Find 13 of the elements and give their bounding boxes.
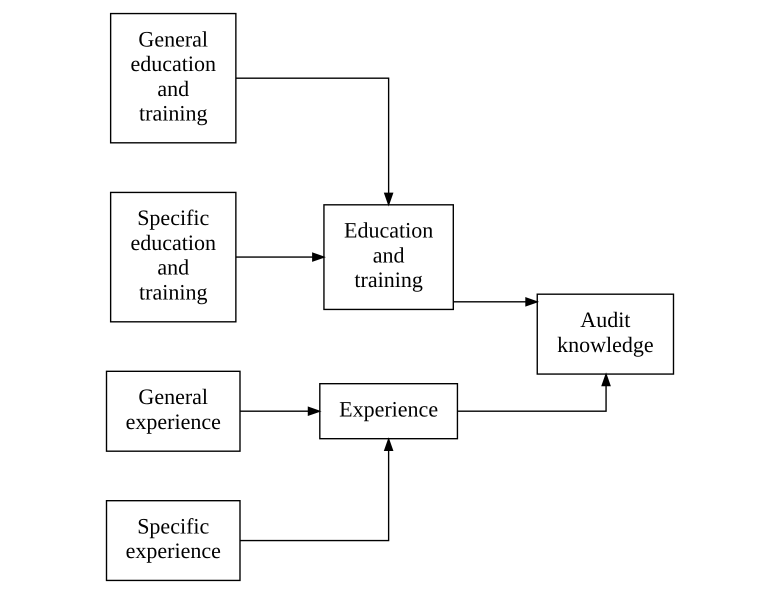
arrow	[458, 372, 610, 412]
arrow	[240, 406, 322, 416]
node-box: General experience	[105, 370, 240, 452]
arrow	[453, 297, 539, 307]
node-box: Experience	[318, 383, 458, 440]
node-box: General education and training	[109, 12, 236, 144]
node-box: Specific education and training	[109, 192, 236, 322]
arrow	[236, 252, 326, 262]
arrow	[240, 437, 393, 542]
node-box: Specific experience	[105, 500, 240, 582]
node-box: Education and training	[322, 204, 454, 310]
node-box: Audit knowledge	[536, 294, 674, 375]
arrow	[236, 78, 393, 206]
